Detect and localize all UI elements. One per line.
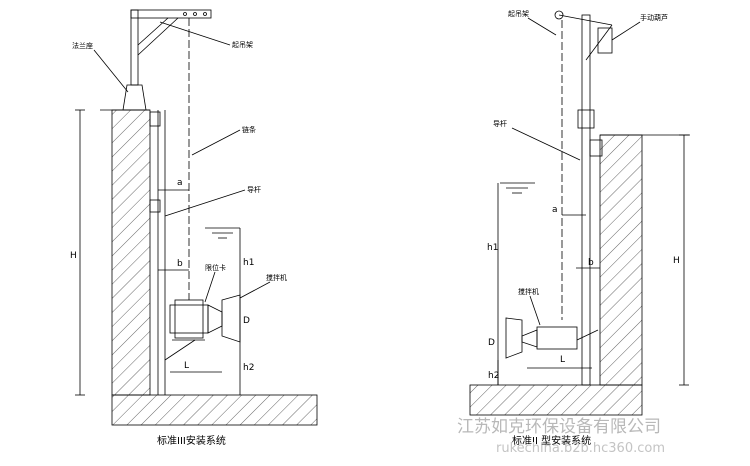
left-dim-H: H — [70, 251, 77, 261]
left-concrete-wall — [111, 109, 151, 396]
left-mixer-unit — [169, 294, 241, 343]
left-label-mixer: 搅拌机 — [266, 273, 287, 282]
left-dim-h2: h2 — [243, 363, 254, 373]
left-crane-post — [130, 9, 139, 86]
right-manual-hoist — [597, 27, 613, 54]
left-label-guide: 导杆 — [247, 185, 261, 194]
right-installation-drawing — [469, 10, 690, 416]
left-dim-D: D — [243, 316, 250, 326]
right-concrete-wall — [599, 134, 643, 386]
right-label-guide: 导杆 — [493, 119, 507, 128]
watermark-url: rukechina.b2b.hc360.com — [496, 441, 665, 456]
right-dim-h2: h2 — [488, 371, 499, 381]
right-label-crane: 起吊架 — [508, 10, 529, 18]
right-dim-D: D — [488, 338, 495, 348]
watermark-company: 江苏如克环保设备有限公司 — [457, 417, 661, 437]
right-caption: 标准II 型安装系统 — [512, 434, 591, 447]
right-dim-L: L — [560, 355, 565, 365]
right-dim-a: a — [552, 205, 558, 215]
left-dim-L: L — [184, 361, 189, 371]
right-mixer-unit — [505, 317, 599, 359]
left-label-limiter: 限位卡 — [205, 263, 226, 272]
left-dim-a: a — [177, 178, 183, 188]
left-crane-arm — [130, 9, 212, 19]
right-dim-h1: h1 — [487, 243, 498, 253]
left-label-chain: 链条 — [242, 125, 256, 134]
left-caption: 标准III安装系统 — [157, 434, 226, 447]
left-dim-h1: h1 — [243, 258, 254, 268]
right-label-mixer: 搅拌机 — [518, 287, 539, 296]
left-concrete-floor — [111, 394, 318, 426]
right-dim-H: H — [673, 256, 680, 266]
left-label-crane: 起吊架 — [232, 41, 253, 49]
left-dim-b: b — [177, 259, 183, 269]
right-dim-b: b — [588, 258, 594, 268]
right-guide-post — [581, 14, 591, 386]
right-concrete-floor — [469, 384, 643, 416]
left-installation-drawing — [75, 9, 318, 426]
right-label-winch: 手动葫芦 — [640, 13, 668, 22]
left-label-pipe: 法兰座 — [72, 41, 93, 50]
